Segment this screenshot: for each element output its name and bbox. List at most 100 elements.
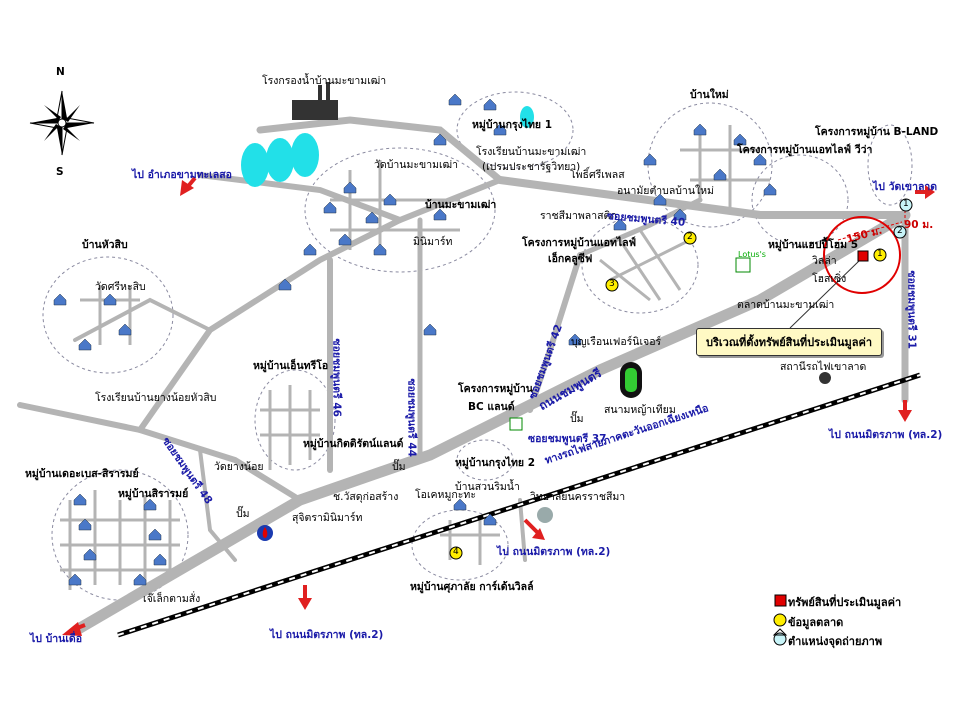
label-to-mitraphap-mid: ไป ถนนมิตรภาพ (ทล.2) [497, 546, 611, 558]
house-icon [338, 233, 352, 246]
house-icon [103, 293, 117, 306]
label-krungthai2: หมู่บ้านกรุงไทย 2 [455, 457, 536, 469]
label-sujit: สุจิตรามินิมาร์ท [292, 512, 363, 524]
label-bc-2: BC แลนด์ [468, 401, 515, 413]
house-icon [78, 518, 92, 531]
house-icon [643, 153, 657, 166]
legend-property: ทรัพย์สินที่ประเมินมูลค่า [788, 593, 901, 611]
label-school-2: (เปรมประชารัฐวิทยา) [482, 161, 581, 173]
house-icon [133, 573, 147, 586]
label-bc-1: โครงการหมู่บ้าน [458, 383, 533, 395]
label-to-wat-khao: ไป วัดเขาลาด [873, 181, 938, 193]
label-home-chern: โฮสเซิ่ง [812, 273, 847, 285]
house-icon [118, 323, 132, 336]
house-icon [83, 548, 97, 561]
label-station: สถานีรถไฟเขาลาด [780, 361, 867, 373]
house-icon [433, 133, 447, 146]
house-icon [73, 493, 87, 506]
house-icon [78, 338, 92, 351]
label-lotus: Lotus's [738, 250, 766, 259]
label-water-plant: โรงกรองน้ำบ้านมะขามเฒ่า [262, 75, 387, 87]
road-31: ซอยชมพูนตรี 31 [905, 270, 918, 349]
market-marker-2: 2 [687, 232, 693, 242]
label-ban-mai: บ้านใหม่ [690, 89, 729, 101]
legend-photo: ตำแหน่งจุดถ่ายภาพ [788, 632, 882, 650]
house-icon [653, 193, 667, 206]
label-sor-wat: ช.วัสดุก่อสร้าง [333, 491, 399, 503]
road-37: ซอยชมพูนตรี 37 [528, 433, 607, 445]
house-icon [483, 513, 497, 526]
label-ban-makham: บ้านมะขามเฒ่า [425, 199, 497, 211]
label-ban-hua-sip: บ้านหัวสิบ [82, 239, 128, 251]
label-villa: วิลล่า [812, 255, 837, 267]
label-pump2: ปั๊ม [392, 461, 406, 473]
photo-point-2: 2 [897, 226, 903, 236]
label-krungthai1: หมู่บ้านกรุงไทย 1 [472, 119, 553, 131]
house-icon [278, 278, 292, 291]
road-44: ซอยชมพูนตรี 44 [405, 378, 418, 457]
legend-photo-text: ตำแหน่งจุดถ่ายภาพ [788, 635, 883, 648]
label-hotlife-viva: โครงการหมู่บ้านแอทไลฟ์ วีว่า [737, 144, 873, 156]
market-marker-3: 3 [609, 279, 615, 289]
label-entrio: หมู่บ้านเอ็นทรีโอ [253, 360, 329, 372]
label-rajsima: ราชสีมาพลาสติก [540, 210, 617, 222]
label-wat-sri: วัดศรีหะสิบ [95, 281, 146, 293]
house-icon [493, 123, 507, 136]
house-icon [733, 133, 747, 146]
house-icon [153, 553, 167, 566]
legend-property-text: ทรัพย์สินที่ประเมินมูลค่า [788, 596, 902, 609]
house-icon [143, 498, 157, 511]
house-icon [373, 243, 387, 256]
label-phosri: โพธิ์ศรีเพลส [570, 169, 625, 181]
label-school-yang: โรงเรียนบ้านยางน้อยหัวสิบ [95, 392, 217, 404]
house-icon [453, 498, 467, 511]
house-icon [763, 183, 777, 196]
house-icon [303, 243, 317, 256]
label-to-ban-muea: ไป บ้านเดื่อ [30, 633, 83, 645]
house-icon [753, 153, 767, 166]
label-to-mitraphap-right: ไป ถนนมิตรภาพ (ทล.2) [829, 429, 943, 441]
legend-market: ข้อมูลตลาด [788, 613, 843, 631]
property-callout: บริเวณที่ตั้งทรัพย์สินที่ประเมินมูลค่า [696, 328, 882, 356]
compass-north: N [56, 66, 65, 78]
label-to-mitraphap-left: ไป ถนนมิตรภาพ (ทล.2) [270, 629, 384, 641]
label-to-chaloem: ไป อำเภอขามทะเลสอ [132, 169, 232, 181]
label-college: วิทยาลัยนครราชสีมา [530, 491, 626, 503]
label-hotlife-1: โครงการหมู่บ้านแอทไลฟ์ [522, 237, 637, 249]
road-46: ซอยชมพูนตรี 46 [330, 338, 343, 417]
legend-market-text: ข้อมูลตลาด [788, 616, 844, 629]
market-marker-4: 4 [453, 547, 459, 557]
label-happy: หมู่บ้านแฮปปี้โฮม 5 [768, 239, 859, 251]
compass-south: S [56, 166, 64, 178]
label-wat-makham: วัดบ้านมะขามเฒ่า [374, 159, 458, 171]
house-icon [568, 333, 582, 346]
house-icon [693, 123, 707, 136]
house-icon [673, 208, 687, 221]
label-minimart: มินิมาร์ท [413, 236, 453, 248]
house-icon [433, 208, 447, 221]
house-icon [713, 168, 727, 181]
label-wat-yang: วัดยางน้อย [214, 461, 264, 473]
house-icon [53, 293, 67, 306]
label-kitti: หมู่บ้านกิตติรัตน์แลนด์ [303, 438, 404, 450]
label-hotlife-2: เอ็กคลูซีฟ [548, 253, 593, 265]
label-eok: โอเคหมูกะทะ [415, 489, 476, 501]
label-stadium: สนามหญ้าเทียม [604, 404, 676, 416]
label-supalai: หมู่บ้านศุภาลัย การ์เด้นวิลล์ [410, 581, 534, 593]
house-icon [383, 193, 397, 206]
label-jet-lek: เจ๊เล็กตามสั่ง [143, 593, 201, 605]
label-pump3: ปั๊ม [570, 413, 584, 425]
label-the-base: หมู่บ้านเดอะเบส-สิรารมย์ [25, 468, 139, 480]
house-icon [343, 181, 357, 194]
photo-point-1: 1 [903, 199, 909, 209]
label-pump1: ปั๊ม [236, 508, 250, 520]
house-icon [423, 323, 437, 336]
house-icon [483, 98, 497, 111]
house-icon [448, 93, 462, 106]
house-icon [68, 573, 82, 586]
house-icon [613, 218, 627, 231]
house-icon [323, 201, 337, 214]
label-school-1: โรงเรียนบ้านมะขามเฒ่า [476, 146, 587, 158]
